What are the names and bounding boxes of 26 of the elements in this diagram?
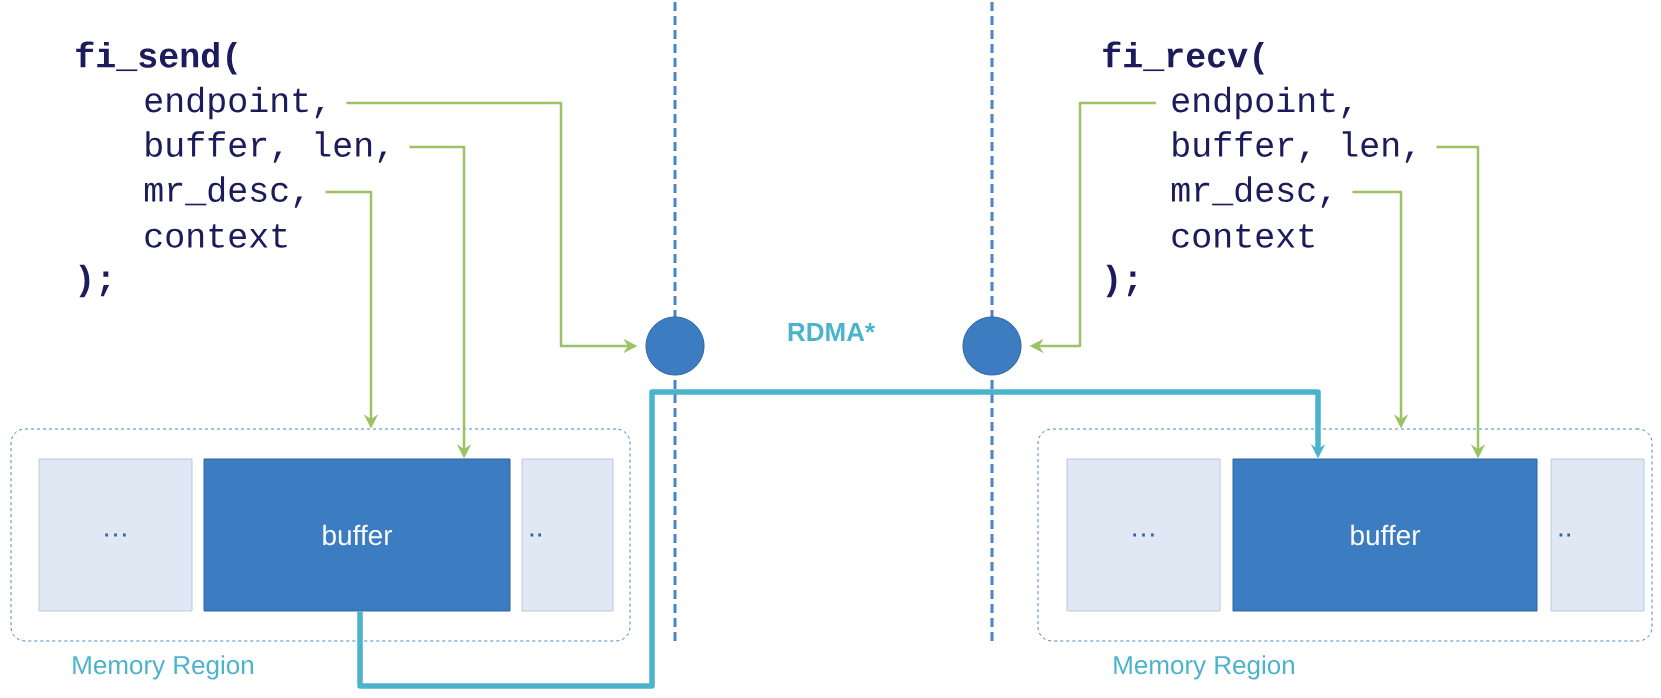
- code-text: fi_recv(: [1103, 41, 1264, 75]
- code-text: );: [1106, 264, 1137, 298]
- parameter-text: endpoint,: [145, 86, 324, 120]
- memory-block: ..: [521, 458, 614, 612]
- arrow: [357, 389, 1326, 689]
- parameter-text: buffer, len,: [146, 131, 387, 163]
- endpoint-circle: [962, 316, 1022, 376]
- region-label: Memory Region: [73, 655, 253, 680]
- parameter-text: endpoint,: [1172, 86, 1351, 120]
- code-text: context: [1172, 224, 1314, 248]
- memory-block: …: [1066, 458, 1221, 612]
- rdma-label: RDMA*: [788, 323, 876, 341]
- buffer-box: buffer: [203, 458, 511, 612]
- buffer-box: buffer: [1232, 458, 1538, 612]
- region-label: Memory Region: [1114, 655, 1294, 680]
- endpoint-circle: [645, 316, 705, 376]
- memory-region: [10, 428, 631, 680]
- memory-block: …: [38, 458, 193, 612]
- memory-region: [1037, 428, 1653, 680]
- parameter-text: buffer, len,: [1173, 131, 1414, 163]
- code-text: fi_send(: [76, 41, 237, 75]
- parameter-text: mr_desc,: [1171, 176, 1330, 208]
- memory-block: ..: [1550, 458, 1645, 612]
- parameter-text: mr_desc,: [144, 176, 303, 208]
- code-text: context: [145, 224, 287, 248]
- code-text: );: [79, 264, 110, 298]
